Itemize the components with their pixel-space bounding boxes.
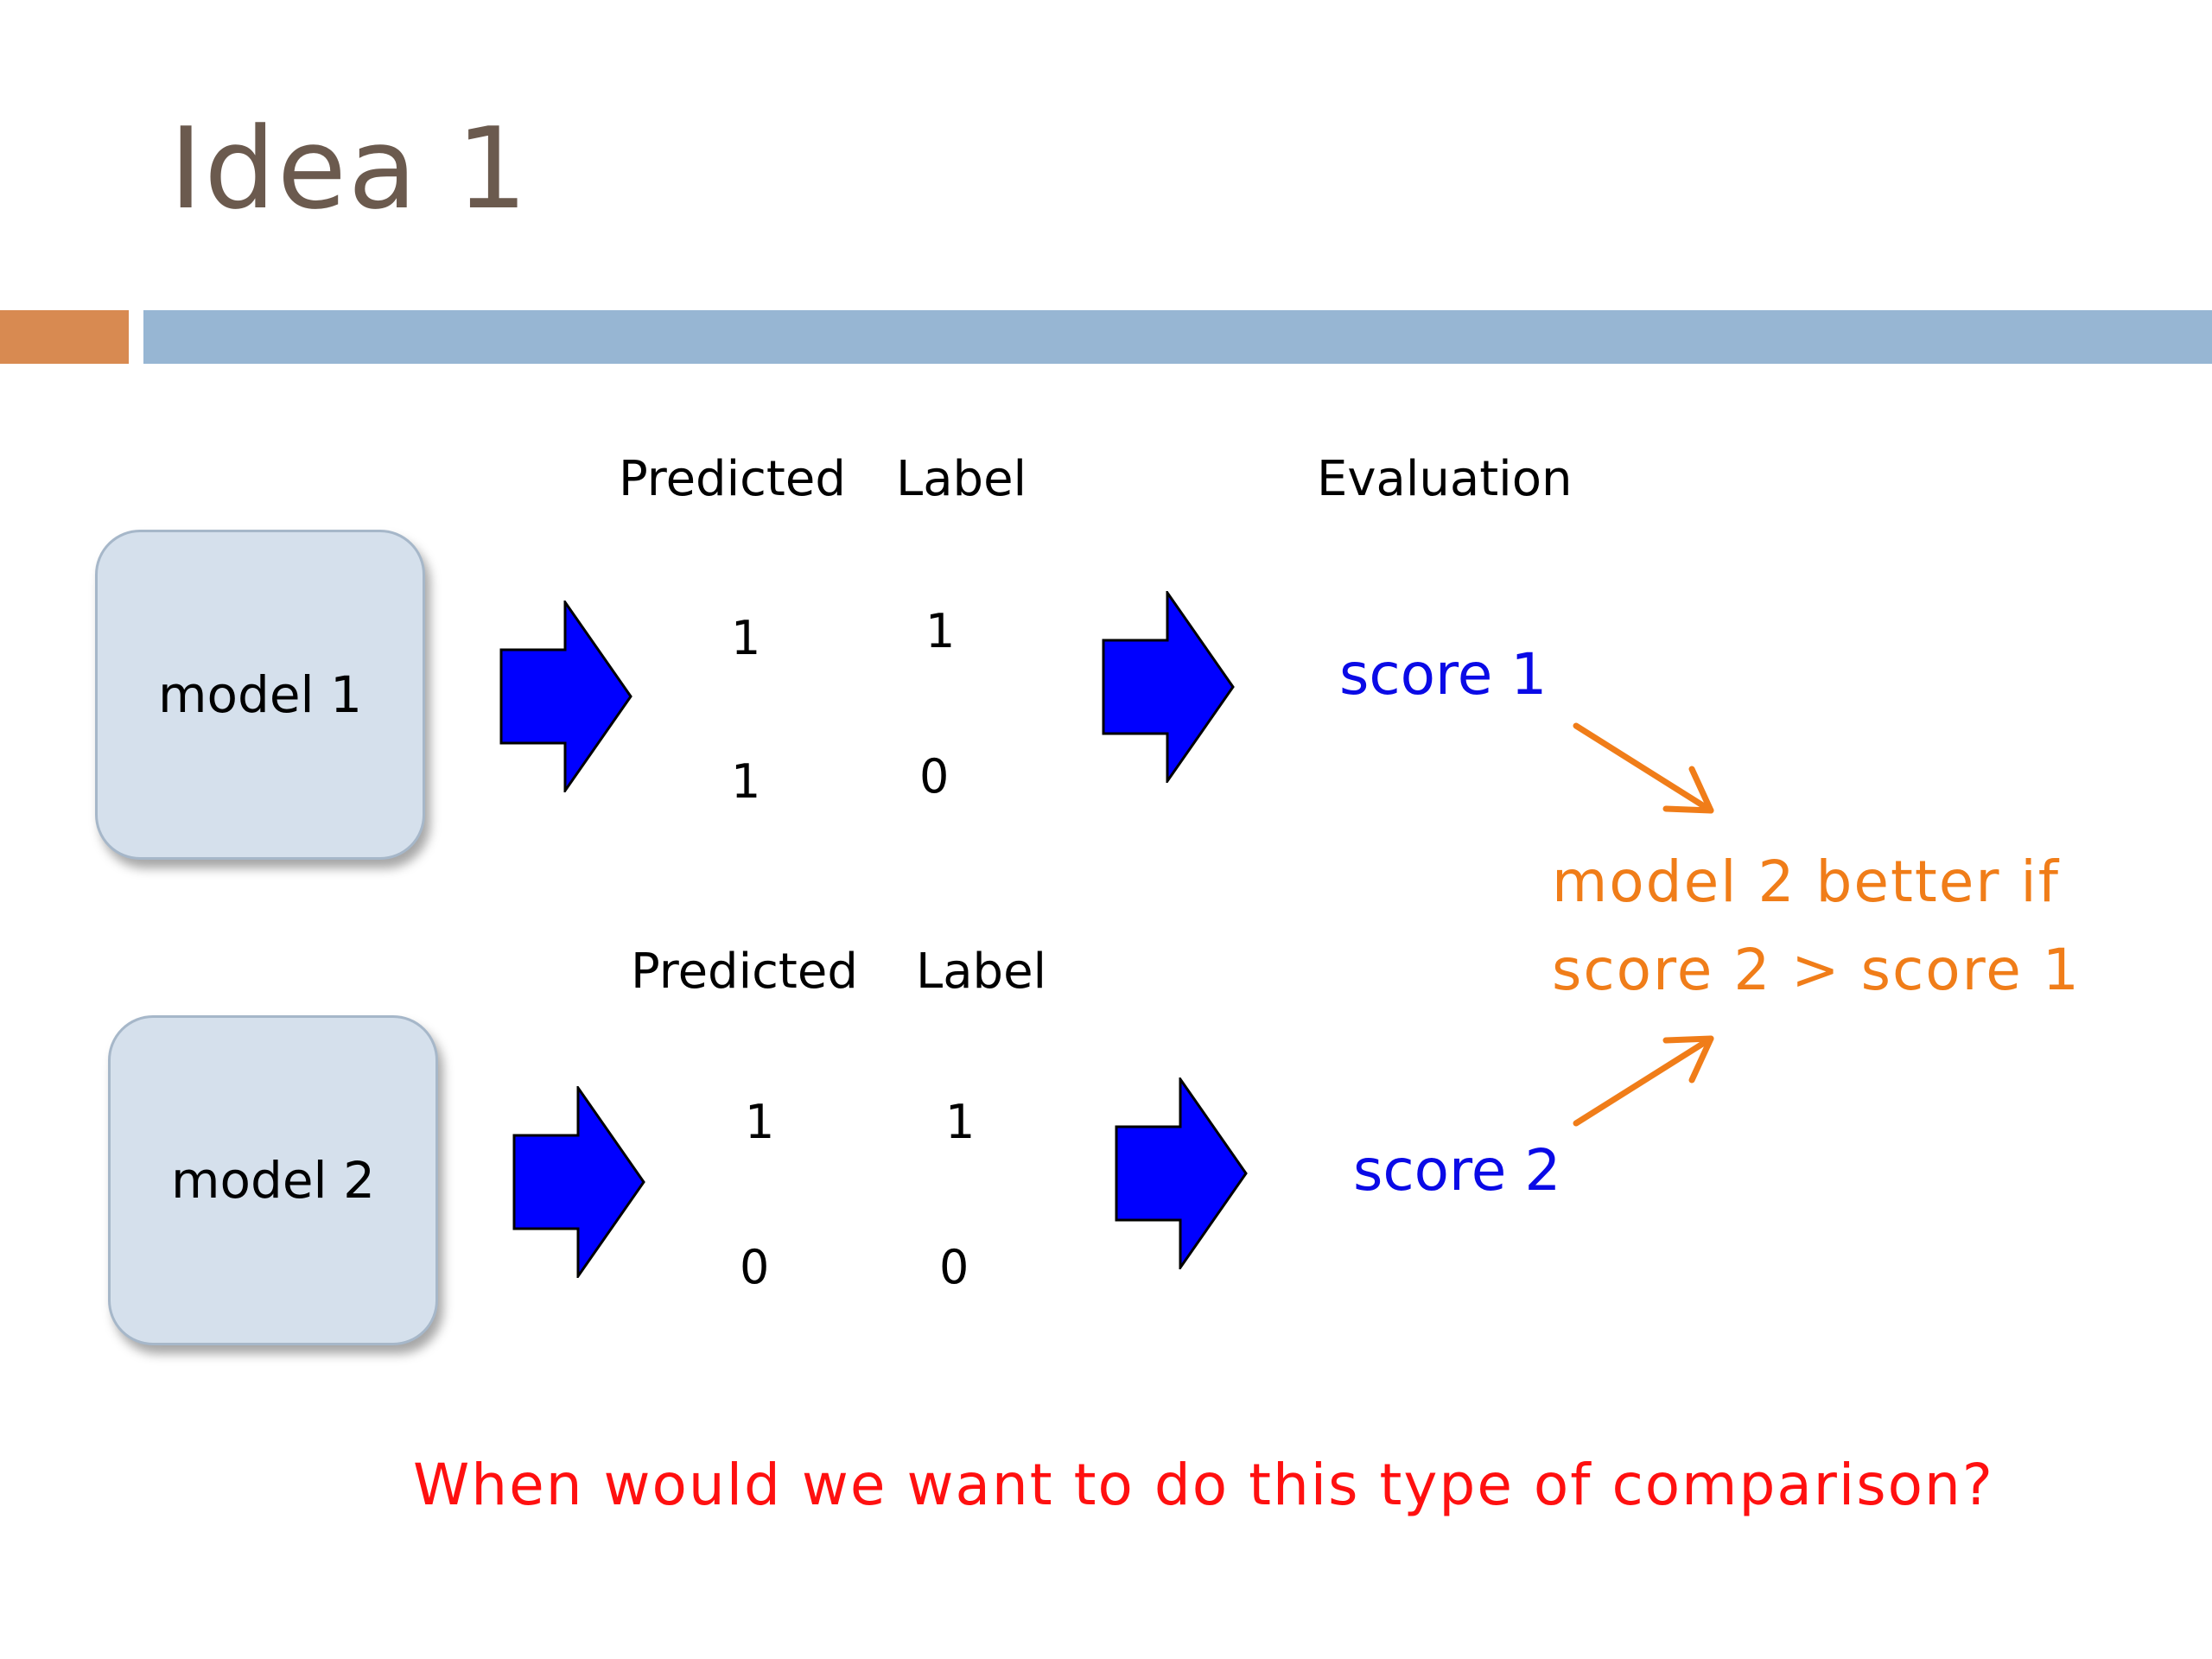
model-2-label-2: 0	[939, 1240, 969, 1294]
model-1-label: model 1	[158, 665, 362, 724]
comparison-line-2: score 2 > score 1	[1552, 937, 2081, 1003]
discussion-question: When would we want to do this type of co…	[413, 1452, 1994, 1518]
model-2-label-1: 1	[945, 1095, 976, 1149]
predicted-header-2: Predicted	[631, 944, 858, 1000]
model-2-predicted-1: 1	[745, 1095, 775, 1149]
score-1: score 1	[1339, 641, 1548, 708]
model-2-label: model 2	[171, 1151, 375, 1210]
model-1-predicted-2: 1	[731, 754, 761, 809]
header-rule-bar	[143, 310, 2212, 364]
model-1-label-1: 1	[925, 604, 956, 658]
flow-arrow-icon	[499, 601, 632, 792]
comparison-line-1: model 2 better if	[1552, 849, 2061, 915]
label-header-1: Label	[896, 451, 1027, 507]
slide-title: Idea 1	[169, 103, 530, 234]
header-accent-bar	[0, 310, 129, 364]
model-1-box: model 1	[95, 530, 425, 860]
arrow-up-right-icon	[1573, 1035, 1714, 1127]
label-header-2: Label	[916, 944, 1047, 1000]
flow-arrow-icon	[1102, 591, 1235, 783]
arrow-down-right-icon	[1573, 722, 1714, 814]
score-2: score 2	[1353, 1137, 1561, 1204]
evaluation-header: Evaluation	[1317, 451, 1573, 507]
predicted-header-1: Predicted	[619, 451, 846, 507]
model-1-predicted-1: 1	[731, 611, 761, 665]
flow-arrow-icon	[512, 1086, 645, 1278]
model-2-box: model 2	[108, 1015, 438, 1345]
flow-arrow-icon	[1115, 1077, 1248, 1269]
model-2-predicted-2: 0	[740, 1240, 770, 1294]
model-1-label-2: 0	[919, 749, 950, 804]
